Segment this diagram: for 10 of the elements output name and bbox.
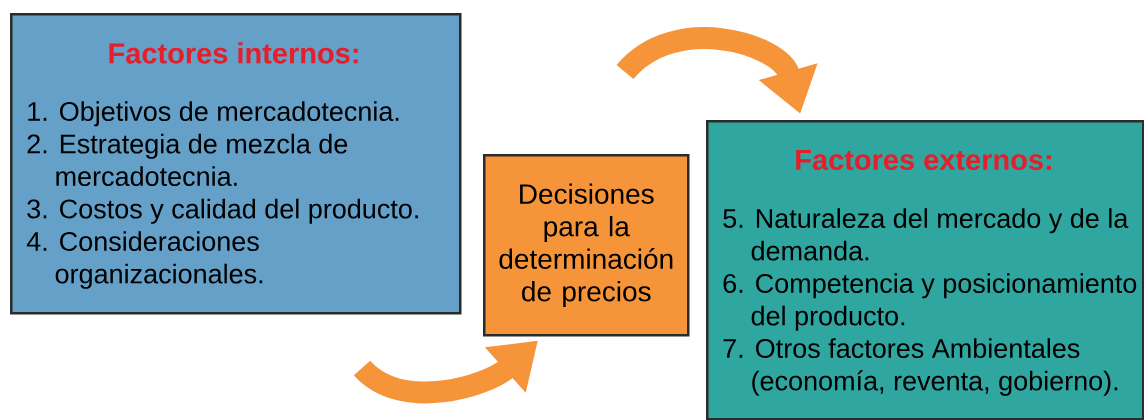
heading: Factores externos:	[796, 149, 1051, 171]
list-item: 6. Competencia y posicionamiento del producto.	[723, 273, 1137, 331]
list-item: 7. Otros factores Ambientales (economía, reventa, gobierno).	[723, 338, 1118, 396]
heading: Factores internos:	[109, 42, 358, 64]
list-item: 1. Objetivos de mercadotecnia.	[28, 101, 399, 127]
list-item: 2. Estrategia de mezcla de mercadotecnia.	[27, 133, 348, 187]
decision-box: Decisiones para la determinación de precios	[483, 154, 690, 337]
list-item: 5. Naturaleza del mercado y de la demanda.	[723, 208, 1129, 261]
list-item: 4. Consideraciones organizacionales.	[26, 231, 263, 289]
list-item: 3. Costos y calidad del producto.	[27, 198, 418, 224]
